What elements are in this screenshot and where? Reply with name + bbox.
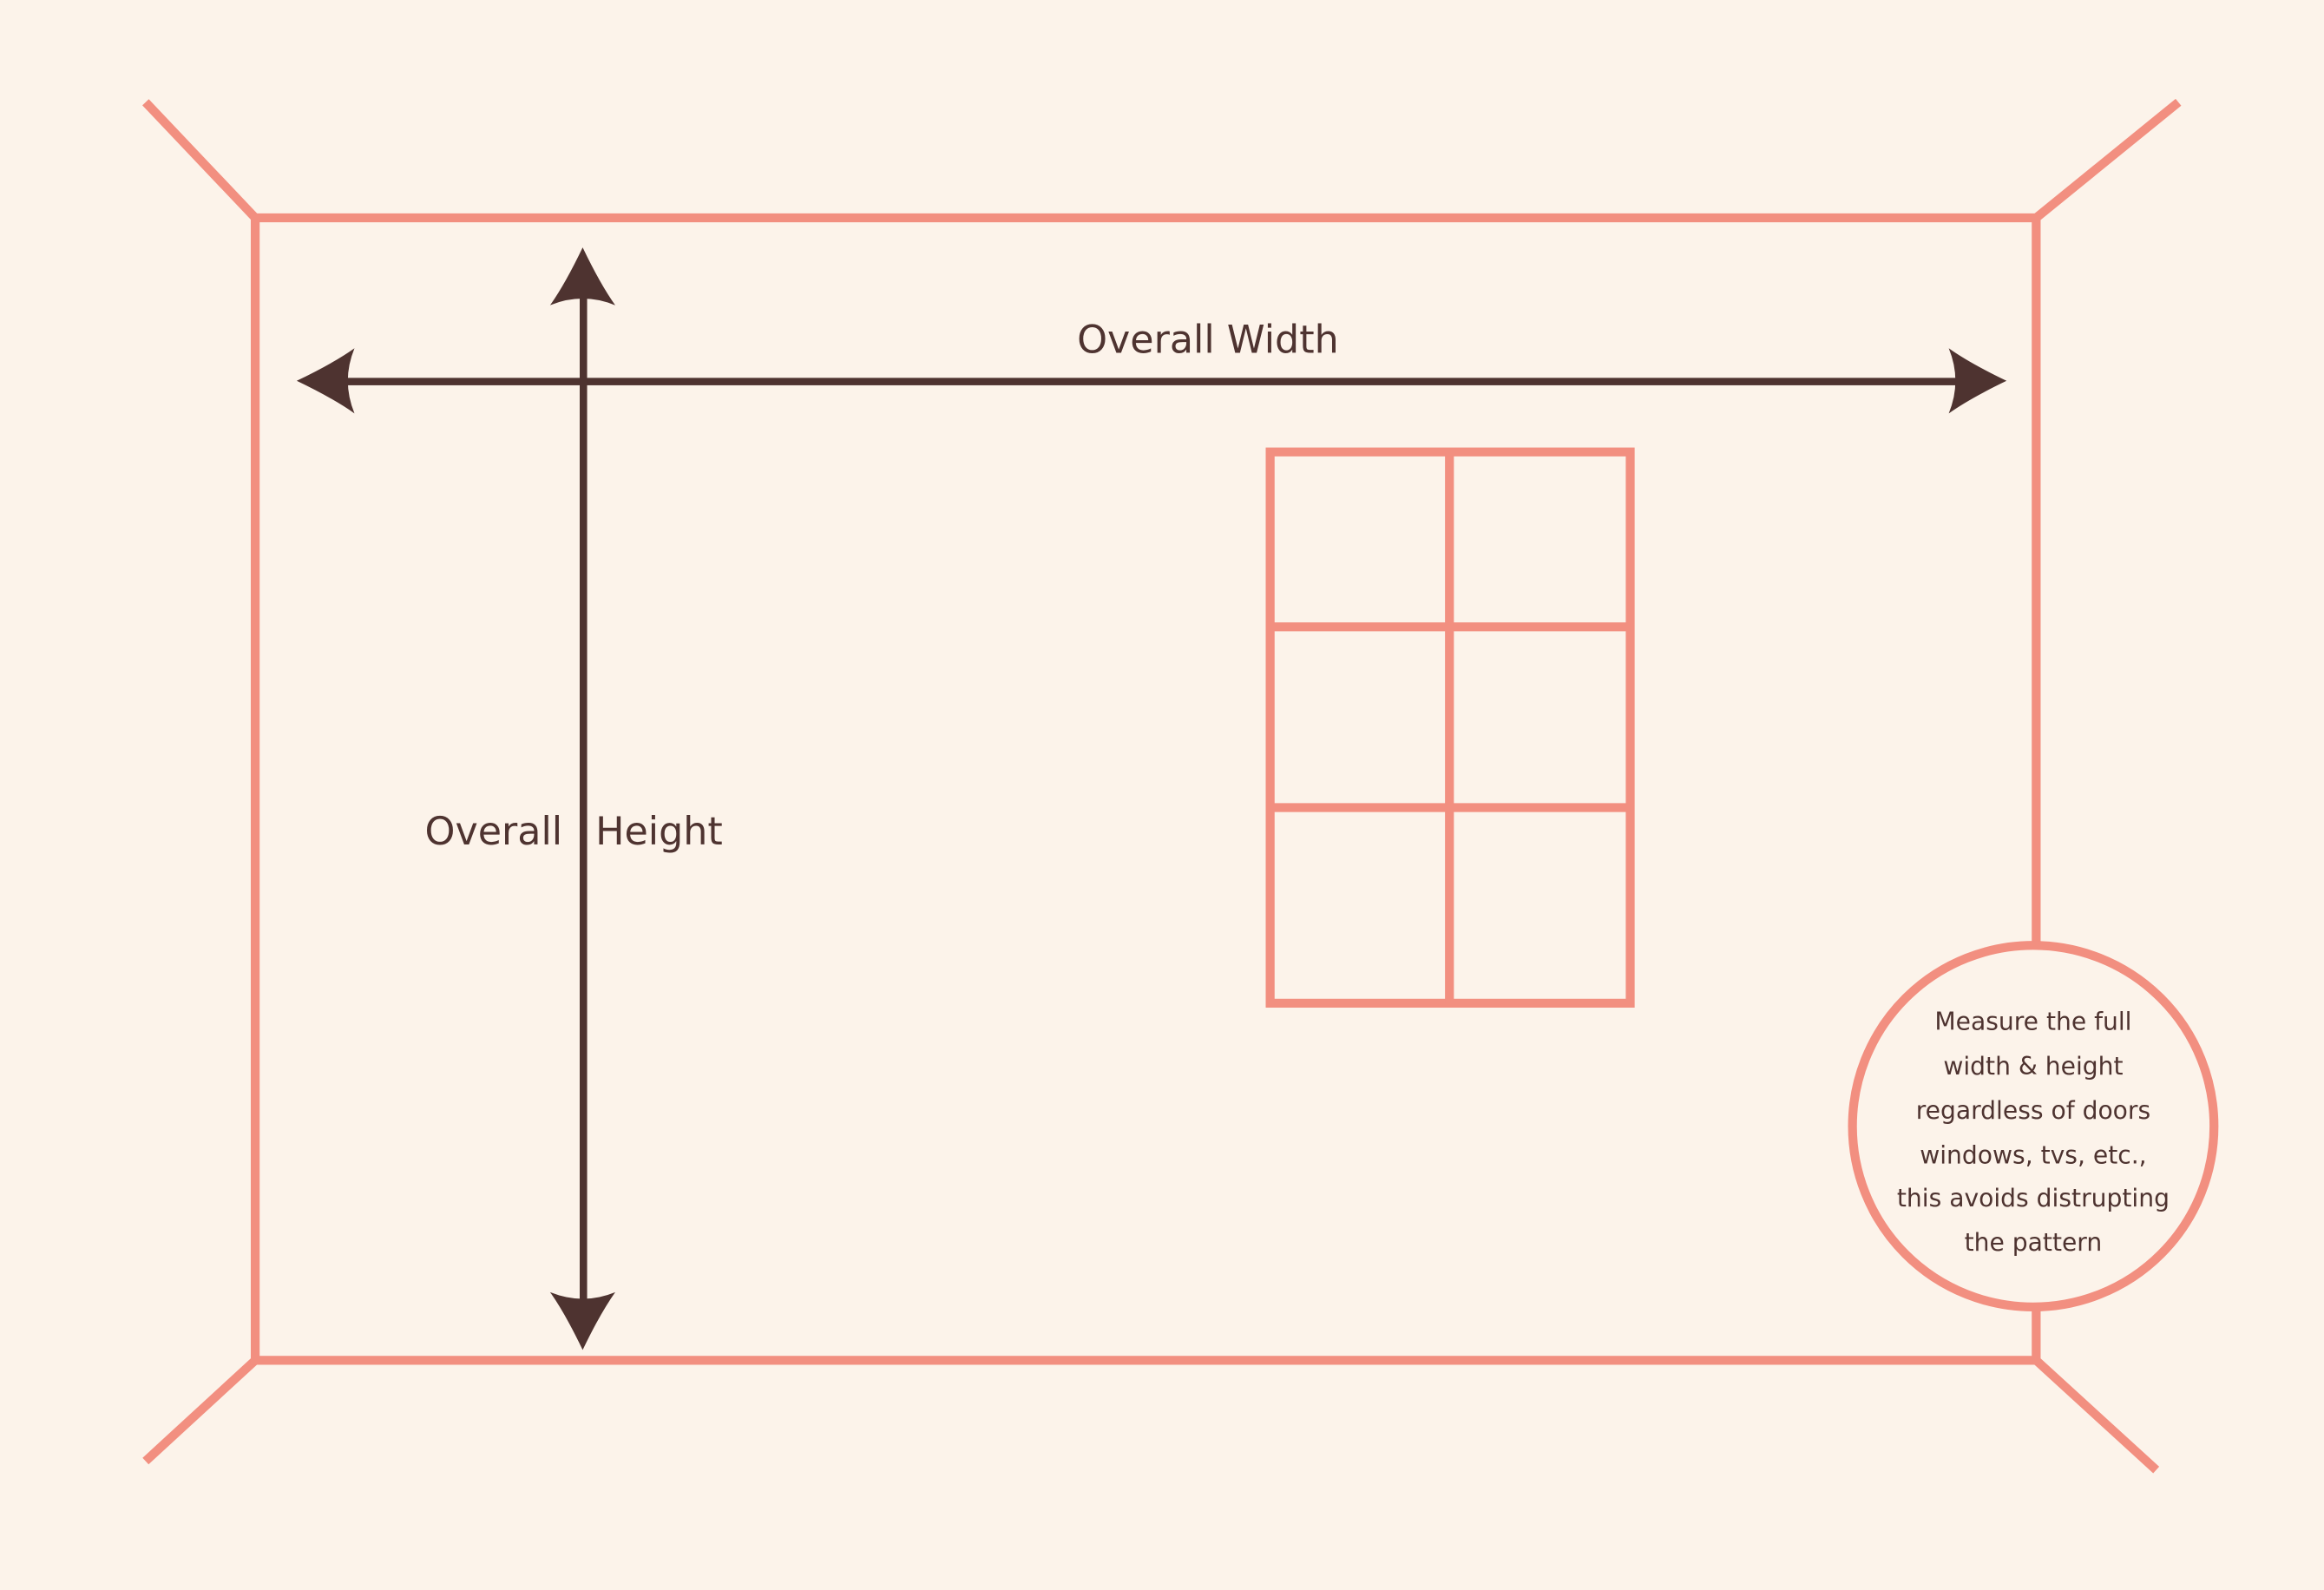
overall-width-label: Overall Width — [1077, 318, 1339, 362]
note-line: Measure the full — [1934, 1008, 2131, 1036]
corner-line-top-left — [142, 99, 259, 221]
corner-line-top-right — [2033, 98, 2182, 221]
corner-line-bottom-right — [2032, 1357, 2160, 1474]
note-line: regardless of doors — [1916, 1096, 2150, 1125]
height-arrow-top-head-icon — [549, 247, 615, 306]
width-arrow-right-head-icon — [1948, 348, 2007, 414]
window — [1265, 447, 1635, 1009]
note-text: Measure the full width & height regardle… — [1897, 1008, 2170, 1257]
height-arrow-line — [580, 288, 588, 1312]
note-line: this avoids distrupting — [1897, 1184, 2170, 1212]
note-line: the pattern — [1965, 1228, 2103, 1257]
corner-line-bottom-left — [142, 1357, 259, 1465]
width-arrow-line — [333, 378, 1964, 385]
note-circle — [1848, 941, 2219, 1312]
height-arrow-bottom-head-icon — [549, 1291, 615, 1350]
note-line: windows, tvs, etc., — [1920, 1140, 2146, 1169]
wall-outline — [250, 213, 2041, 1365]
width-arrow-left-head-icon — [296, 348, 355, 414]
overall-height-label: Overall Height — [425, 810, 723, 854]
note-line: width & height — [1943, 1052, 2123, 1081]
